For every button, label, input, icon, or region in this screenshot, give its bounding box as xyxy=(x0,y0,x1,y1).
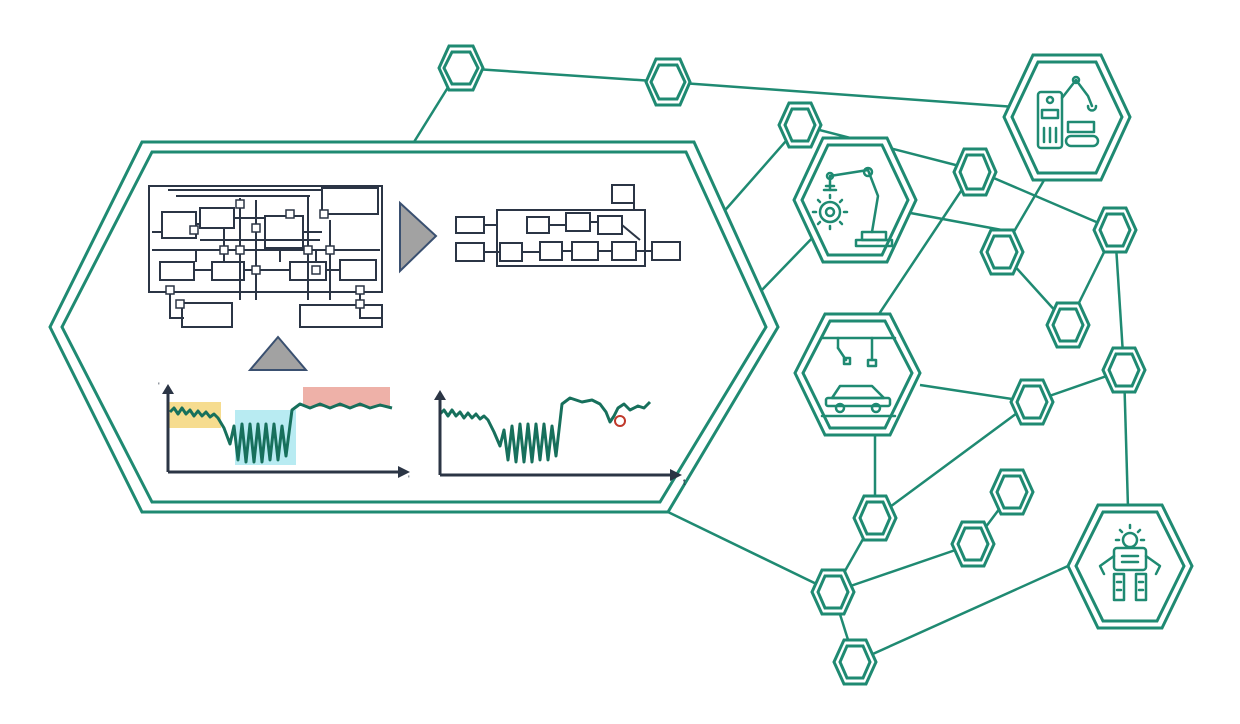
x-axis-arrowhead xyxy=(670,469,682,481)
network-node xyxy=(1092,206,1138,254)
robot-with-gear-icon xyxy=(1098,523,1162,602)
network-node xyxy=(1045,301,1091,349)
connection-line xyxy=(832,542,974,594)
left-signal-plot: ' ' xyxy=(158,381,410,484)
network-node xyxy=(852,494,898,542)
car-production-line-icon xyxy=(820,336,897,418)
network-node xyxy=(989,468,1035,516)
connection-line xyxy=(974,168,1116,232)
network-node xyxy=(979,228,1025,276)
network-node xyxy=(437,44,485,92)
y-axis-tick-label: ' xyxy=(158,381,160,391)
network-node xyxy=(950,520,996,568)
network-node xyxy=(952,147,998,197)
highlight-red xyxy=(303,387,390,407)
connection-line xyxy=(667,80,1031,110)
schematic-junctions xyxy=(165,199,365,309)
up-arrow xyxy=(247,335,309,371)
connection-line xyxy=(873,169,977,321)
signal-curve xyxy=(438,396,652,464)
x-axis-arrowhead xyxy=(398,466,410,478)
right-signal-plot: t xyxy=(434,390,686,487)
right-arrow xyxy=(399,200,438,274)
industrial-robot-arm-gear-icon xyxy=(811,166,894,248)
x-axis-tick-label: t xyxy=(683,477,686,487)
system-overview-hexagon xyxy=(48,140,780,514)
network-node xyxy=(1101,346,1147,394)
block-model xyxy=(455,184,681,267)
robotic-arm-assembly-line-icon xyxy=(1036,75,1100,150)
connection-line xyxy=(459,66,669,84)
network-node xyxy=(1009,378,1055,426)
connection-line xyxy=(667,510,834,594)
connection-line xyxy=(904,210,1003,232)
network-nodes xyxy=(437,44,1147,686)
network-node xyxy=(644,57,692,107)
network-node xyxy=(832,638,878,686)
signal-curve xyxy=(168,402,393,464)
y-axis-arrowhead xyxy=(434,390,446,400)
connection-line xyxy=(854,564,1069,664)
connection-line xyxy=(759,231,819,293)
network-node xyxy=(777,101,823,149)
network-node xyxy=(810,568,856,616)
y-axis-arrowhead xyxy=(162,384,174,394)
anomaly-marker xyxy=(614,415,626,427)
x-axis-tick-label: ' xyxy=(408,474,410,484)
connection-line xyxy=(874,400,1033,520)
